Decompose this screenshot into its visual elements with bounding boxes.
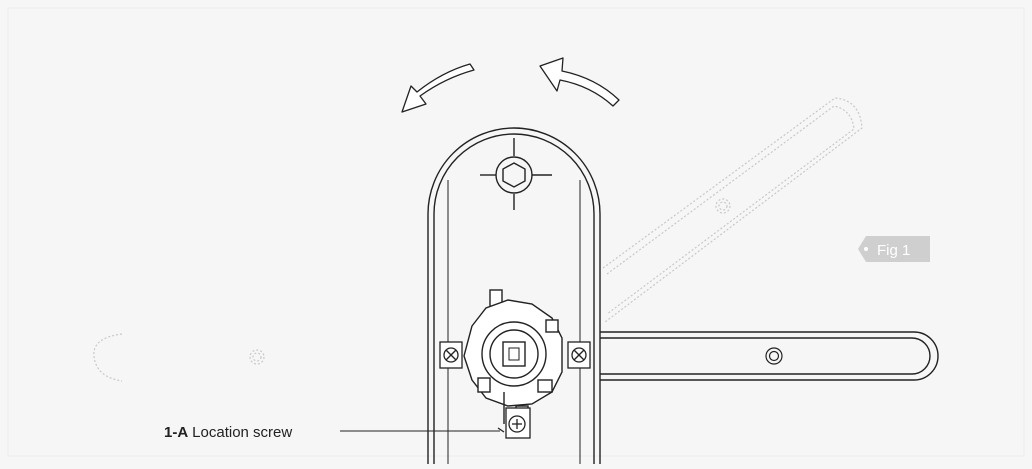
cylinder-mechanism	[463, 289, 563, 424]
figure-tag: Fig 1	[858, 236, 930, 262]
right-side-screw	[567, 341, 591, 369]
callout-id: 1-A	[164, 424, 188, 441]
ghost-handle-rotated-up	[602, 97, 863, 323]
lock-plate	[427, 127, 601, 464]
rotate-ccw-arrow-icon	[401, 63, 475, 113]
diagram-frame	[7, 7, 1025, 457]
ghost-handle-left	[93, 333, 265, 382]
phillips-screw-icon	[497, 407, 531, 439]
left-side-screw	[439, 341, 463, 369]
torx-screw-icon	[765, 347, 783, 365]
rotate-cw-arrow-icon	[539, 57, 620, 107]
figure-tag-label: Fig 1	[877, 242, 910, 259]
callout-text: Location screw	[192, 424, 292, 441]
hex-socket-icon	[480, 138, 552, 210]
handle-right	[600, 331, 939, 381]
